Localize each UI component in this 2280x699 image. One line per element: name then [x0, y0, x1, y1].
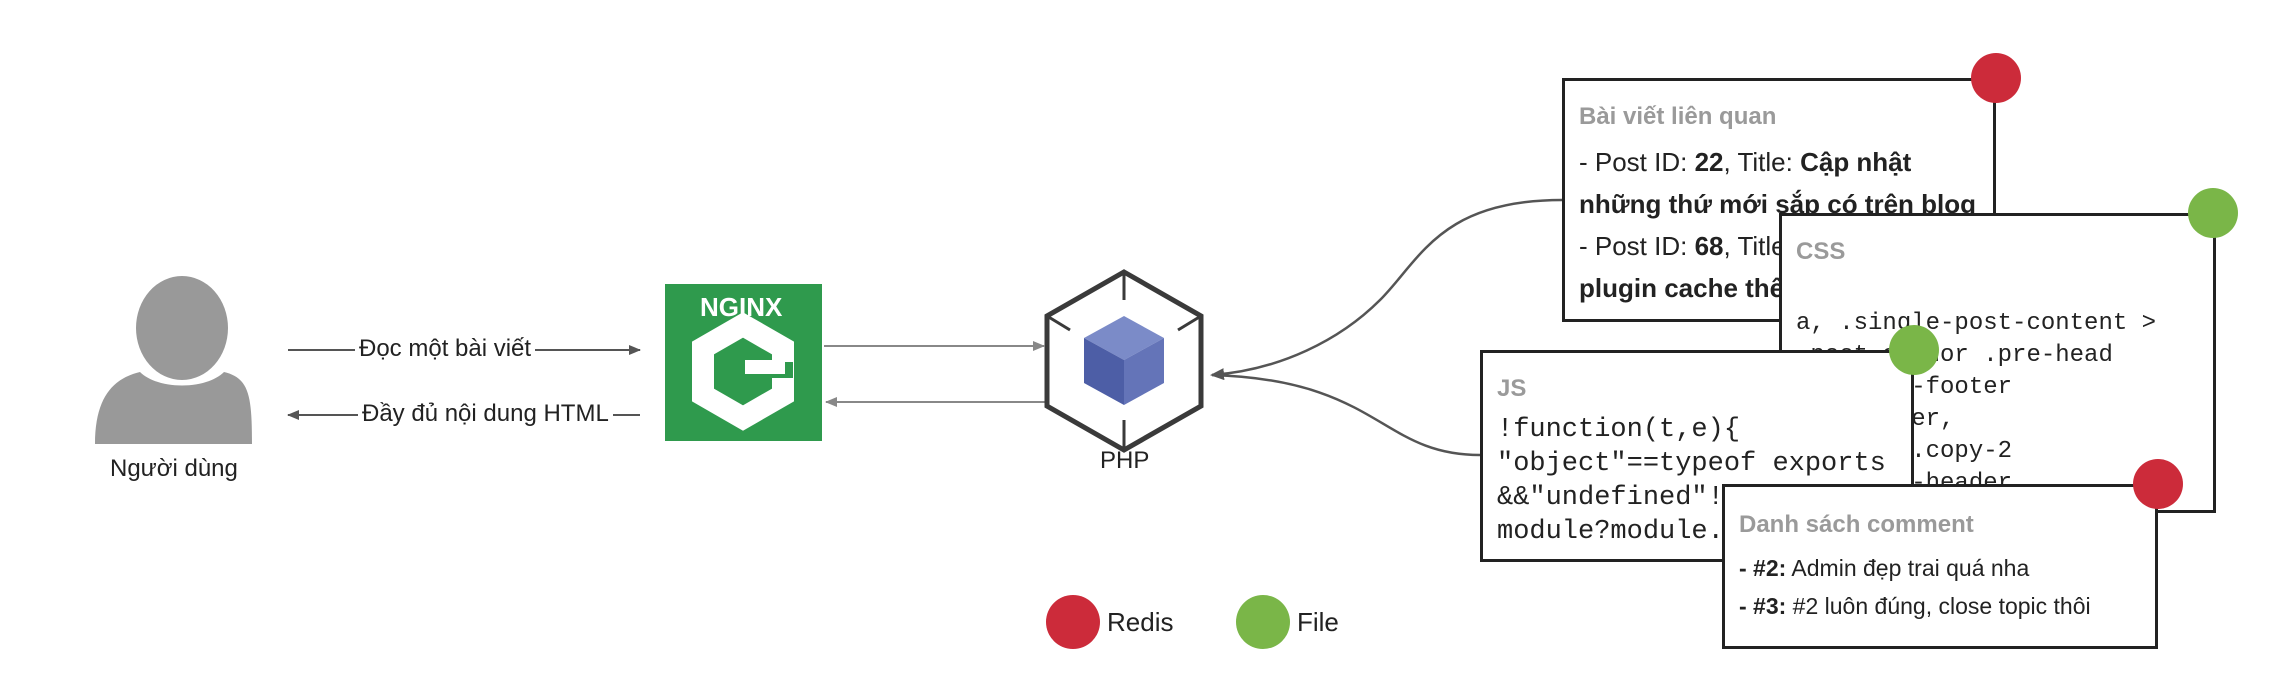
file-legend-dot: [1236, 595, 1290, 649]
related-to-php-connector: [1210, 198, 1563, 381]
js-card: JS !function(t,e){"object"==typeof expor…: [1480, 350, 1914, 562]
nginx-label: NGINX: [700, 292, 783, 322]
comment-item: - #3: #2 luôn đúng, close topic thôi: [1739, 593, 2091, 619]
comments-title: Danh sách comment: [1739, 511, 1974, 538]
comment-item: - #2: Admin đẹp trai quá nha: [1739, 555, 2030, 581]
request-label: Đọc một bài viết: [355, 335, 536, 363]
js-title: JS: [1497, 375, 1527, 402]
css-title: CSS: [1796, 238, 1846, 265]
file-legend-label: File: [1297, 607, 1339, 637]
php-icon: [1044, 269, 1204, 453]
js-to-php-connector: [1211, 373, 1481, 457]
response-label: Đầy đủ nội dung HTML: [358, 400, 613, 428]
comments-redis-dot: [2133, 459, 2183, 509]
comments-card: Danh sách comment - #2: Admin đẹp trai q…: [1722, 484, 2158, 649]
js-file-dot: [1889, 325, 1939, 375]
nginx-logo: [665, 284, 822, 441]
redis-legend-dot: [1046, 595, 1100, 649]
related-redis-dot: [1971, 53, 2021, 103]
user-label: Người dùng: [110, 455, 238, 482]
user-icon: [95, 276, 252, 444]
js-code: !function(t,e){"object"==typeof exports&…: [1497, 415, 1886, 547]
redis-legend-label: Redis: [1107, 607, 1174, 637]
php-label: PHP: [1100, 447, 1150, 474]
related-posts-title: Bài viết liên quan: [1579, 103, 1777, 130]
css-file-dot: [2188, 188, 2238, 238]
